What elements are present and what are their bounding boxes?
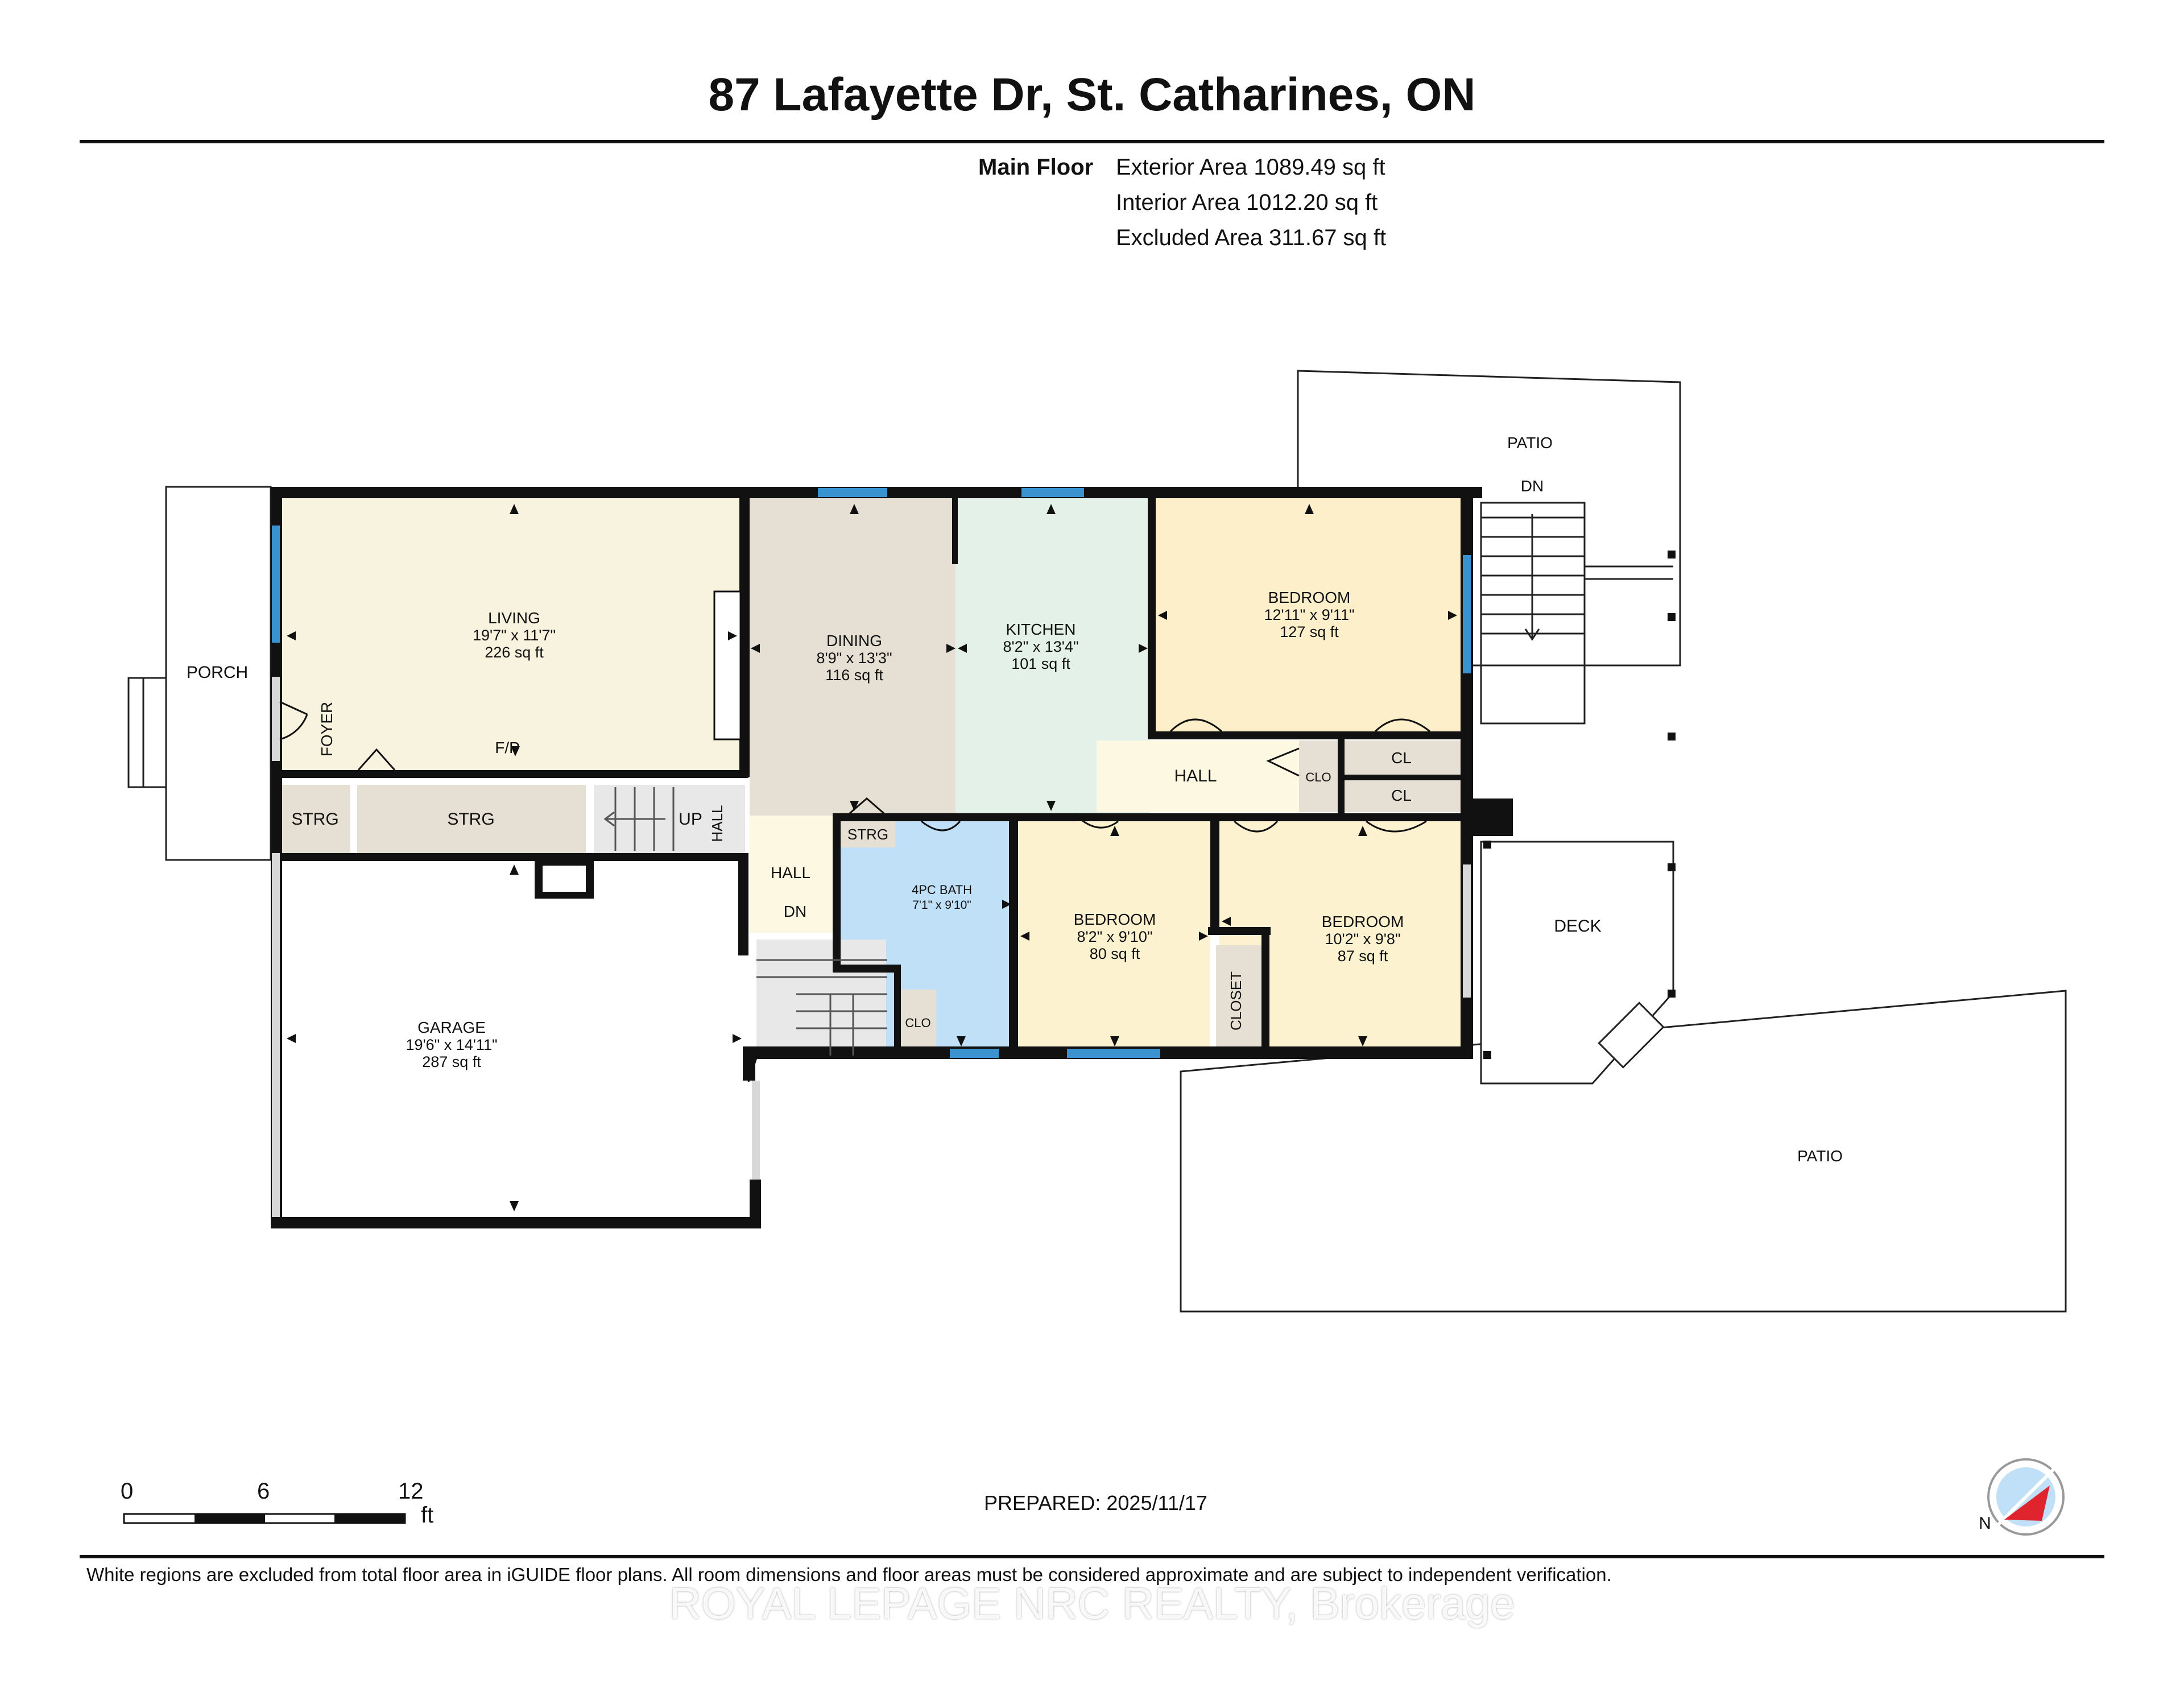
kitchen-area: 101 sq ft — [1011, 655, 1070, 672]
strg-label-1: STRG — [291, 810, 338, 829]
deck-step — [1598, 1002, 1665, 1069]
bedroom1-dims: 12'11" x 9'11" — [1264, 606, 1354, 623]
patio-lower — [1180, 990, 2067, 1313]
scale-mark-0: 0 — [121, 1479, 134, 1504]
window-bath — [950, 1049, 999, 1058]
stairs-up-label: UP — [679, 810, 702, 829]
deck-label: DECK — [1554, 917, 1601, 936]
hall-fill-left — [750, 816, 833, 933]
dining-dims: 8'9" x 13'3" — [816, 649, 892, 667]
patio-label-upper: PATIO — [1507, 434, 1553, 452]
doors — [279, 701, 1430, 1082]
bath-dims: 7'1" x 9'10" — [912, 899, 971, 912]
bedroom3-area: 87 sq ft — [1338, 948, 1388, 965]
cl-fill-2 — [1343, 780, 1461, 812]
stairs-fill-dn — [756, 940, 886, 1056]
dining-name: DINING — [826, 632, 882, 649]
window-kitchen — [1021, 488, 1084, 497]
living-fill — [276, 498, 743, 770]
garage-dims: 19'6" x 14'11" — [406, 1036, 497, 1053]
kitchen-dims: 8'2" x 13'4" — [1003, 638, 1078, 655]
cl-fill-1 — [1343, 740, 1461, 776]
scale-bar — [123, 1513, 406, 1524]
porch-label: PORCH — [187, 663, 248, 682]
north-arrow — [2004, 1486, 2050, 1521]
interior-area: Interior Area 1012.20 sq ft — [1116, 190, 1378, 215]
compass — [1987, 1458, 2065, 1536]
deck-stairs — [1480, 502, 1673, 725]
cl-label-2: CL — [1391, 787, 1412, 804]
closet-label: CLOSET — [1227, 971, 1244, 1031]
interior-stairs — [603, 787, 887, 1056]
openings — [272, 677, 1471, 1217]
hall-fill-right — [1097, 740, 1299, 812]
patio-label-lower: PATIO — [1797, 1147, 1843, 1165]
fireplace — [713, 590, 742, 740]
watermark: ROYAL LEPAGE NRC REALTY, Brokerage — [669, 1578, 1515, 1628]
windows — [272, 488, 1471, 1058]
dining-fill — [750, 498, 956, 816]
strg-fill-small — [841, 821, 895, 847]
scale-unit: ft — [421, 1503, 434, 1528]
bedroom1-area: 127 sq ft — [1280, 623, 1339, 640]
scale-mark-12: 12 — [398, 1479, 424, 1504]
floor-name: Main Floor — [978, 155, 1094, 180]
clo-fill-bath — [901, 990, 936, 1056]
strg-label-2: STRG — [447, 810, 494, 829]
bedroom3-dims: 10'2" x 9'8" — [1325, 930, 1400, 948]
scale-mark-6: 6 — [257, 1479, 270, 1504]
clo-label-1: CLO — [1305, 770, 1331, 784]
compass-north-label: N — [1979, 1514, 1991, 1533]
clo-label-2: CLO — [905, 1016, 930, 1030]
foyer-label: FOYER — [318, 702, 336, 756]
deck-posts — [1483, 551, 1676, 1059]
garage-area: 287 sq ft — [422, 1053, 481, 1070]
stairs-dn-label: DN — [784, 903, 806, 920]
porch-outline — [165, 486, 272, 861]
strg-label-3: STRG — [847, 826, 888, 843]
strg-fill-1 — [282, 785, 350, 853]
living-area: 226 sq ft — [485, 644, 544, 661]
bedroom2-fill — [1018, 821, 1210, 1056]
dimension-arrows — [287, 504, 1457, 1211]
dining-area: 116 sq ft — [825, 667, 883, 684]
excluded-area: Excluded Area 311.67 sq ft — [1116, 225, 1387, 250]
exterior-area: Exterior Area 1089.49 sq ft — [1116, 155, 1385, 180]
hall-label-right: HALL — [1174, 767, 1217, 785]
prepared-date: PREPARED: 2025/11/17 — [984, 1491, 1207, 1515]
room-fills — [276, 498, 1466, 1056]
cl-label-1: CL — [1391, 749, 1412, 767]
window-living-west — [272, 526, 280, 643]
page-title: 87 Lafayette Dr, St. Catharines, ON — [708, 69, 1476, 121]
fireplace-label: F/P — [495, 739, 520, 756]
title-rule — [80, 140, 2104, 143]
porch-step — [127, 677, 167, 788]
bedroom2-name: BEDROOM — [1074, 911, 1156, 928]
window-bedroom1 — [1463, 555, 1471, 673]
disclaimer: White regions are excluded from total fl… — [86, 1564, 1612, 1585]
hall-label-left: HALL — [771, 864, 810, 882]
bedroom1-fill — [1156, 498, 1466, 735]
closet-fill — [1216, 945, 1265, 1056]
living-dims: 19'7" x 11'7" — [473, 627, 556, 644]
hall-label-vertical: HALL — [709, 805, 726, 842]
strg-fill-2 — [357, 785, 586, 853]
clo-fill-1 — [1299, 740, 1338, 812]
living-name: LIVING — [488, 609, 540, 627]
deck-stairs-dn-label: DN — [1521, 477, 1544, 495]
bedroom2-dims: 8'2" x 9'10" — [1077, 928, 1152, 945]
window-bedroom2 — [1067, 1049, 1160, 1058]
bedroom2-area: 80 sq ft — [1090, 945, 1140, 962]
window-dining — [818, 488, 887, 497]
bedroom3-name: BEDROOM — [1322, 913, 1404, 930]
bedroom1-name: BEDROOM — [1268, 589, 1351, 606]
kitchen-name: KITCHEN — [1006, 620, 1076, 638]
garage-name: GARAGE — [417, 1019, 486, 1036]
footer-rule — [80, 1555, 2104, 1558]
bath-name: 4PC BATH — [912, 883, 972, 897]
